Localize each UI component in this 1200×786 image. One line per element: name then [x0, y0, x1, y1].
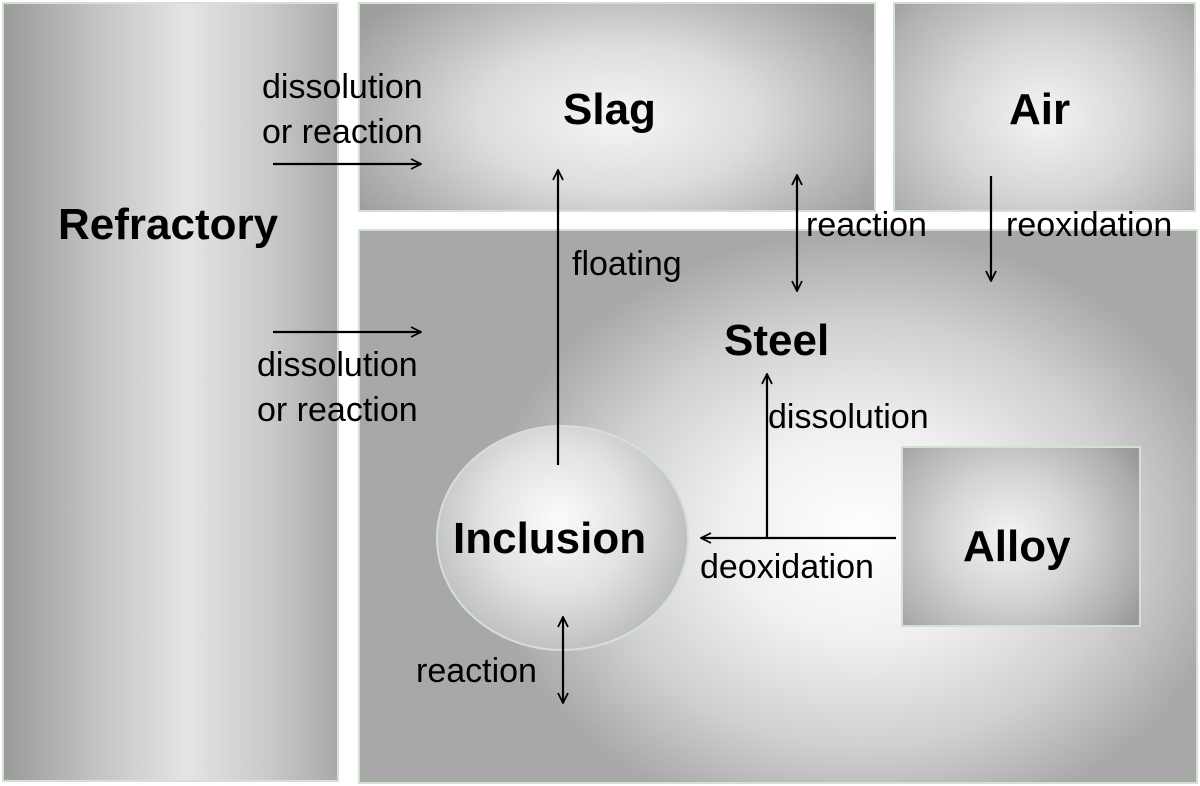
process-label-or-reaction-steel: or reaction — [257, 391, 418, 429]
process-label-dissolution-alloy: dissolution — [768, 398, 929, 436]
steel-label: Steel — [724, 316, 830, 365]
refractory-label: Refractory — [58, 200, 279, 249]
inclusion-circle — [436, 425, 689, 651]
process-label-slag-steel-reaction: reaction — [806, 206, 927, 244]
process-label-deoxidation: deoxidation — [700, 548, 874, 586]
slag-label: Slag — [563, 85, 656, 134]
process-label-reoxidation: reoxidation — [1006, 206, 1173, 244]
process-label-inclusion-reaction: reaction — [416, 652, 537, 690]
process-label-or-reaction-slag: or reaction — [262, 113, 423, 151]
alloy-region — [901, 446, 1141, 627]
alloy-label: Alloy — [963, 522, 1071, 571]
air-region — [893, 2, 1196, 212]
process-label-dissolution-slag: dissolution — [262, 68, 423, 106]
air-label: Air — [1009, 85, 1071, 134]
slag-region — [358, 2, 876, 212]
refractory-region — [2, 2, 339, 782]
inclusion-label: Inclusion — [453, 514, 647, 563]
process-label-dissolution-steel: dissolution — [257, 346, 418, 384]
process-label-floating: floating — [572, 245, 682, 283]
